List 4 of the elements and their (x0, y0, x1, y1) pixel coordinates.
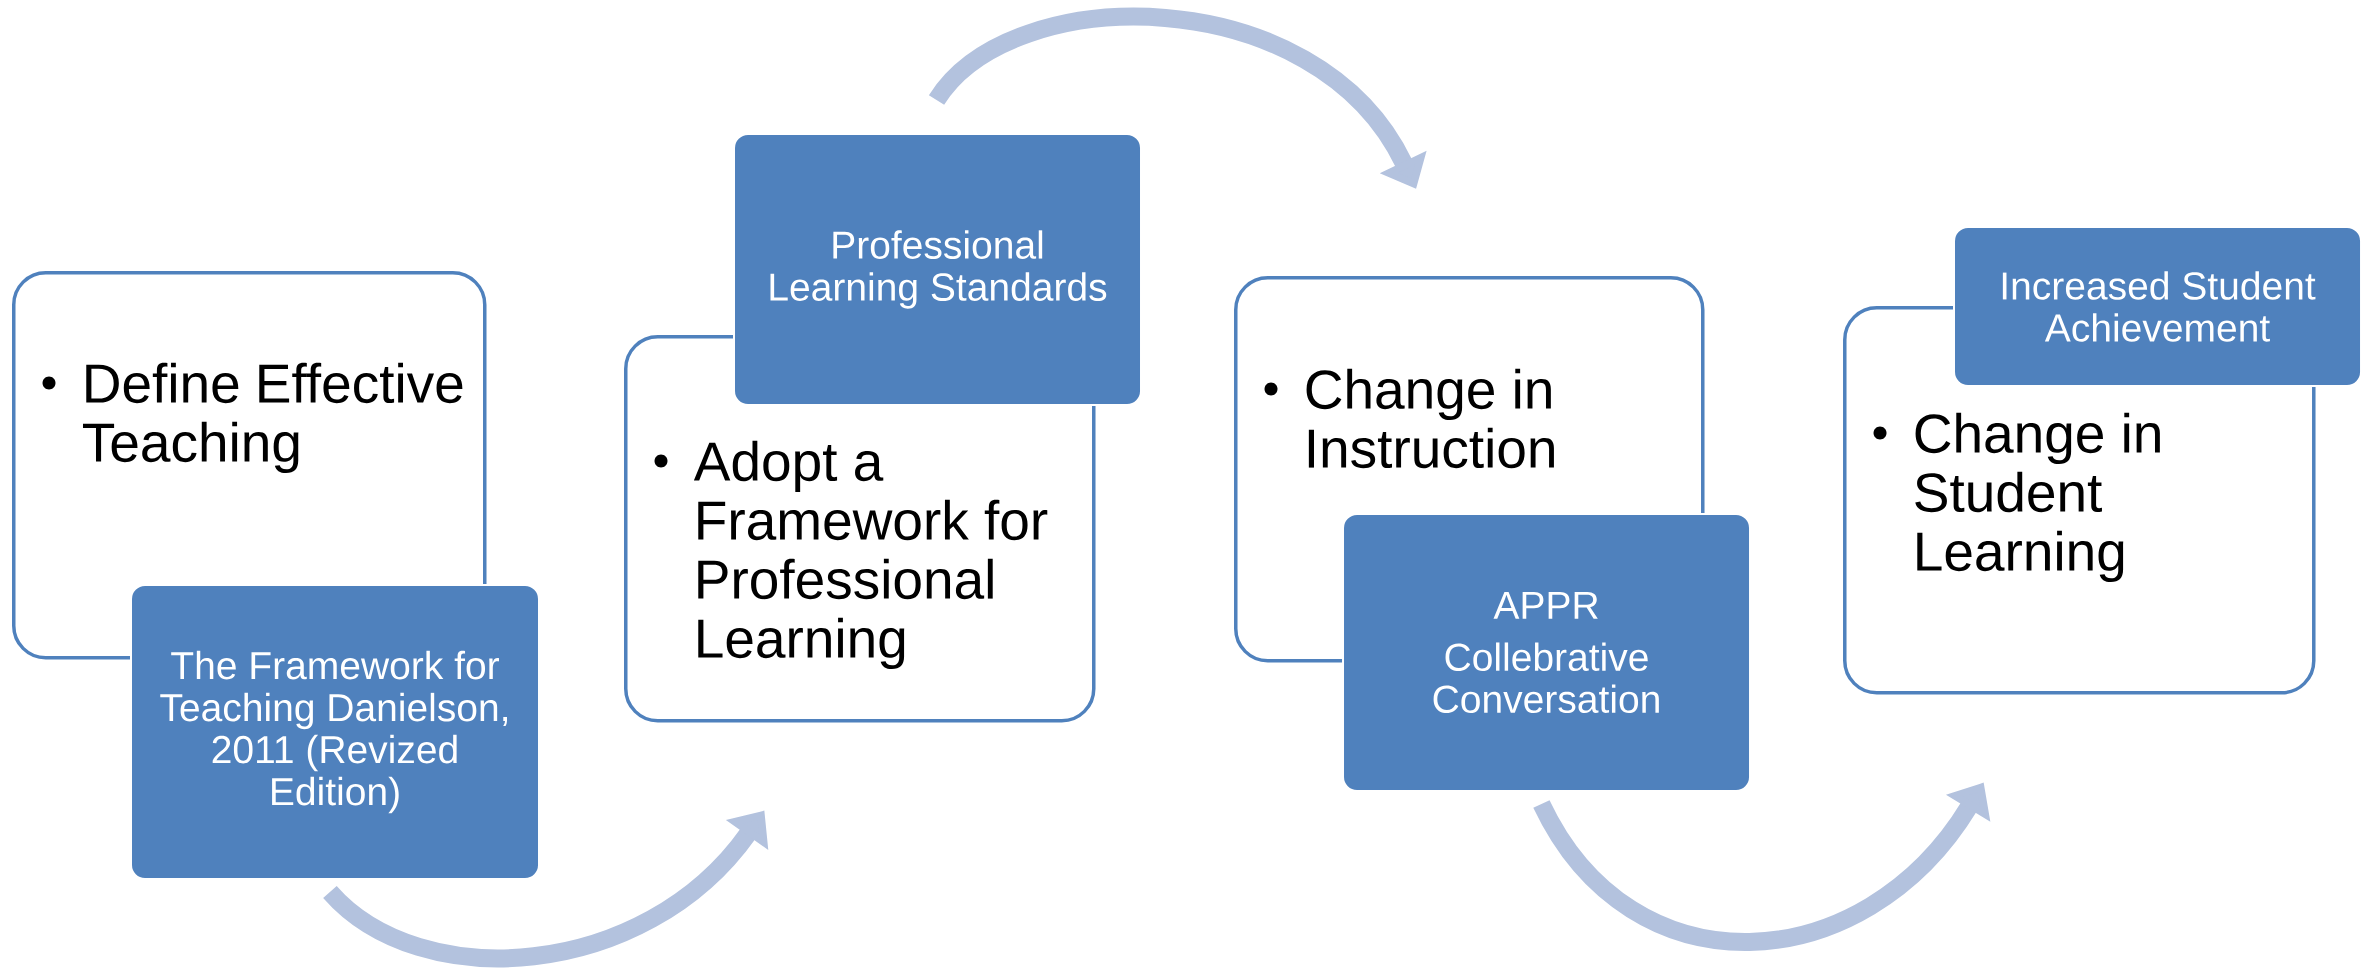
highlight-box: Increased Student Achievement (1953, 226, 2363, 387)
highlight-box: The Framework for Teaching Danielson, 2011 (Revized Edition) (130, 584, 540, 880)
highlight-box: Professional Learning Standards (733, 133, 1142, 406)
highlight-box: APPR Collebrative Conversation (1342, 513, 1751, 792)
